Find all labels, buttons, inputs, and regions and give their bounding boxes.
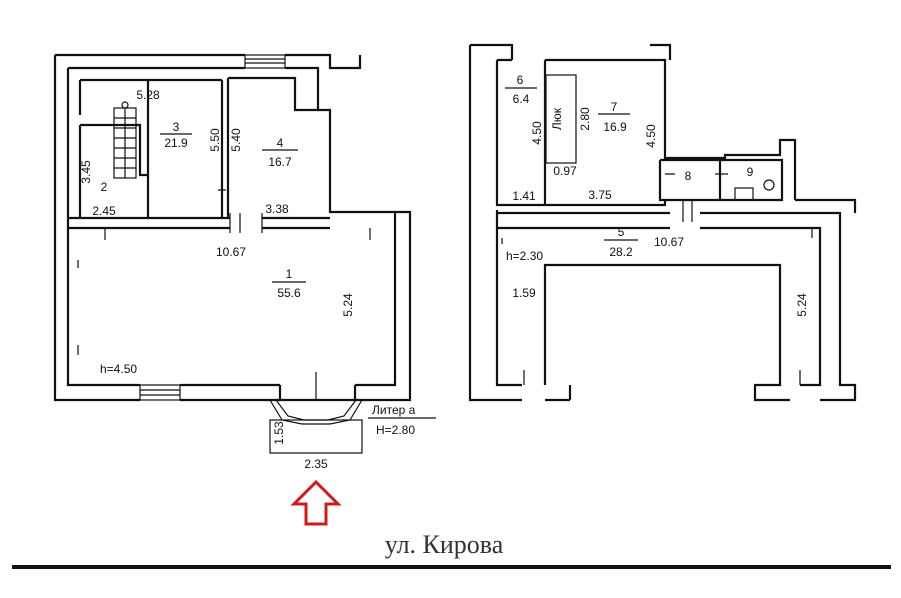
liter-label: Литер а [372,403,416,417]
door-ticks [77,189,371,355]
room-5-area: 28.2 [609,245,633,259]
dim-0-97: 0.97 [553,164,577,178]
street-label: ул. Кирова [385,530,504,559]
dim-5-50: 5.50 [208,128,222,152]
hatch-label: Люк [550,107,564,130]
top-window [244,54,286,69]
entrance-porch [269,372,363,454]
height-2-30: h=2.30 [506,249,543,263]
sink [734,187,754,201]
dim-1-53: 1.53 [272,421,286,445]
room-6-area: 6.4 [513,92,530,106]
dim-2-80: 2.80 [578,107,592,131]
right-door-ticks [501,173,813,385]
left-plan: 3 21.9 4 16.7 2 1 55.6 5.28 3.45 2.45 5.… [53,53,436,471]
toilet [763,179,775,191]
dim-10-67: 10.67 [216,245,246,259]
dim-1-59: 1.59 [512,286,536,300]
liter-height: H=2.80 [376,423,415,437]
right-inner-outline [497,211,857,402]
dim-5-40: 5.40 [229,128,243,152]
dim-2-35: 2.35 [304,457,328,471]
dim-1-41: 1.41 [512,189,536,203]
room-2-number: 2 [101,180,108,194]
entrance-arrow-icon [290,479,342,526]
room-4-area: 16.7 [268,155,292,169]
upper-rooms-walls [78,76,318,218]
room-8-number: 8 [685,169,692,183]
small-rooms-walls [658,158,784,202]
room-4-number: 4 [277,136,284,150]
staircase [113,101,137,179]
bottom-window [139,384,181,401]
room-9-number: 9 [747,165,754,179]
room-6-number: 6 [517,73,524,87]
height-4-50: h=4.50 [100,362,137,376]
mid-wall [68,216,330,230]
room-3-number: 3 [173,120,180,134]
right-outer-wall [468,43,857,402]
dim-5-28: 5.28 [136,88,160,102]
room-7-number: 7 [611,100,618,114]
dim-10-67-right: 10.67 [654,235,684,249]
left-outer-wall [53,53,412,402]
dim-2-45: 2.45 [92,204,116,218]
dim-4-50-left: 4.50 [530,121,544,145]
dim-5-24-right: 5.24 [795,293,809,317]
dim-3-45: 3.45 [79,160,93,184]
dim-3-75: 3.75 [588,188,612,202]
left-inner-outline [66,66,397,387]
room-5-number: 5 [618,225,625,239]
street-line [12,565,891,569]
dim-3-38: 3.38 [265,202,289,216]
right-plan: 6 6.4 Люк 7 16.9 8 9 5 28.2 4.50 2.80 4.… [468,43,857,402]
room-3-area: 21.9 [164,136,188,150]
room-7-area: 16.9 [603,120,627,134]
room-1-number: 1 [286,267,293,281]
dim-4-50-right: 4.50 [644,124,658,148]
room-1-area: 55.6 [277,286,301,300]
dim-5-24: 5.24 [341,293,355,317]
